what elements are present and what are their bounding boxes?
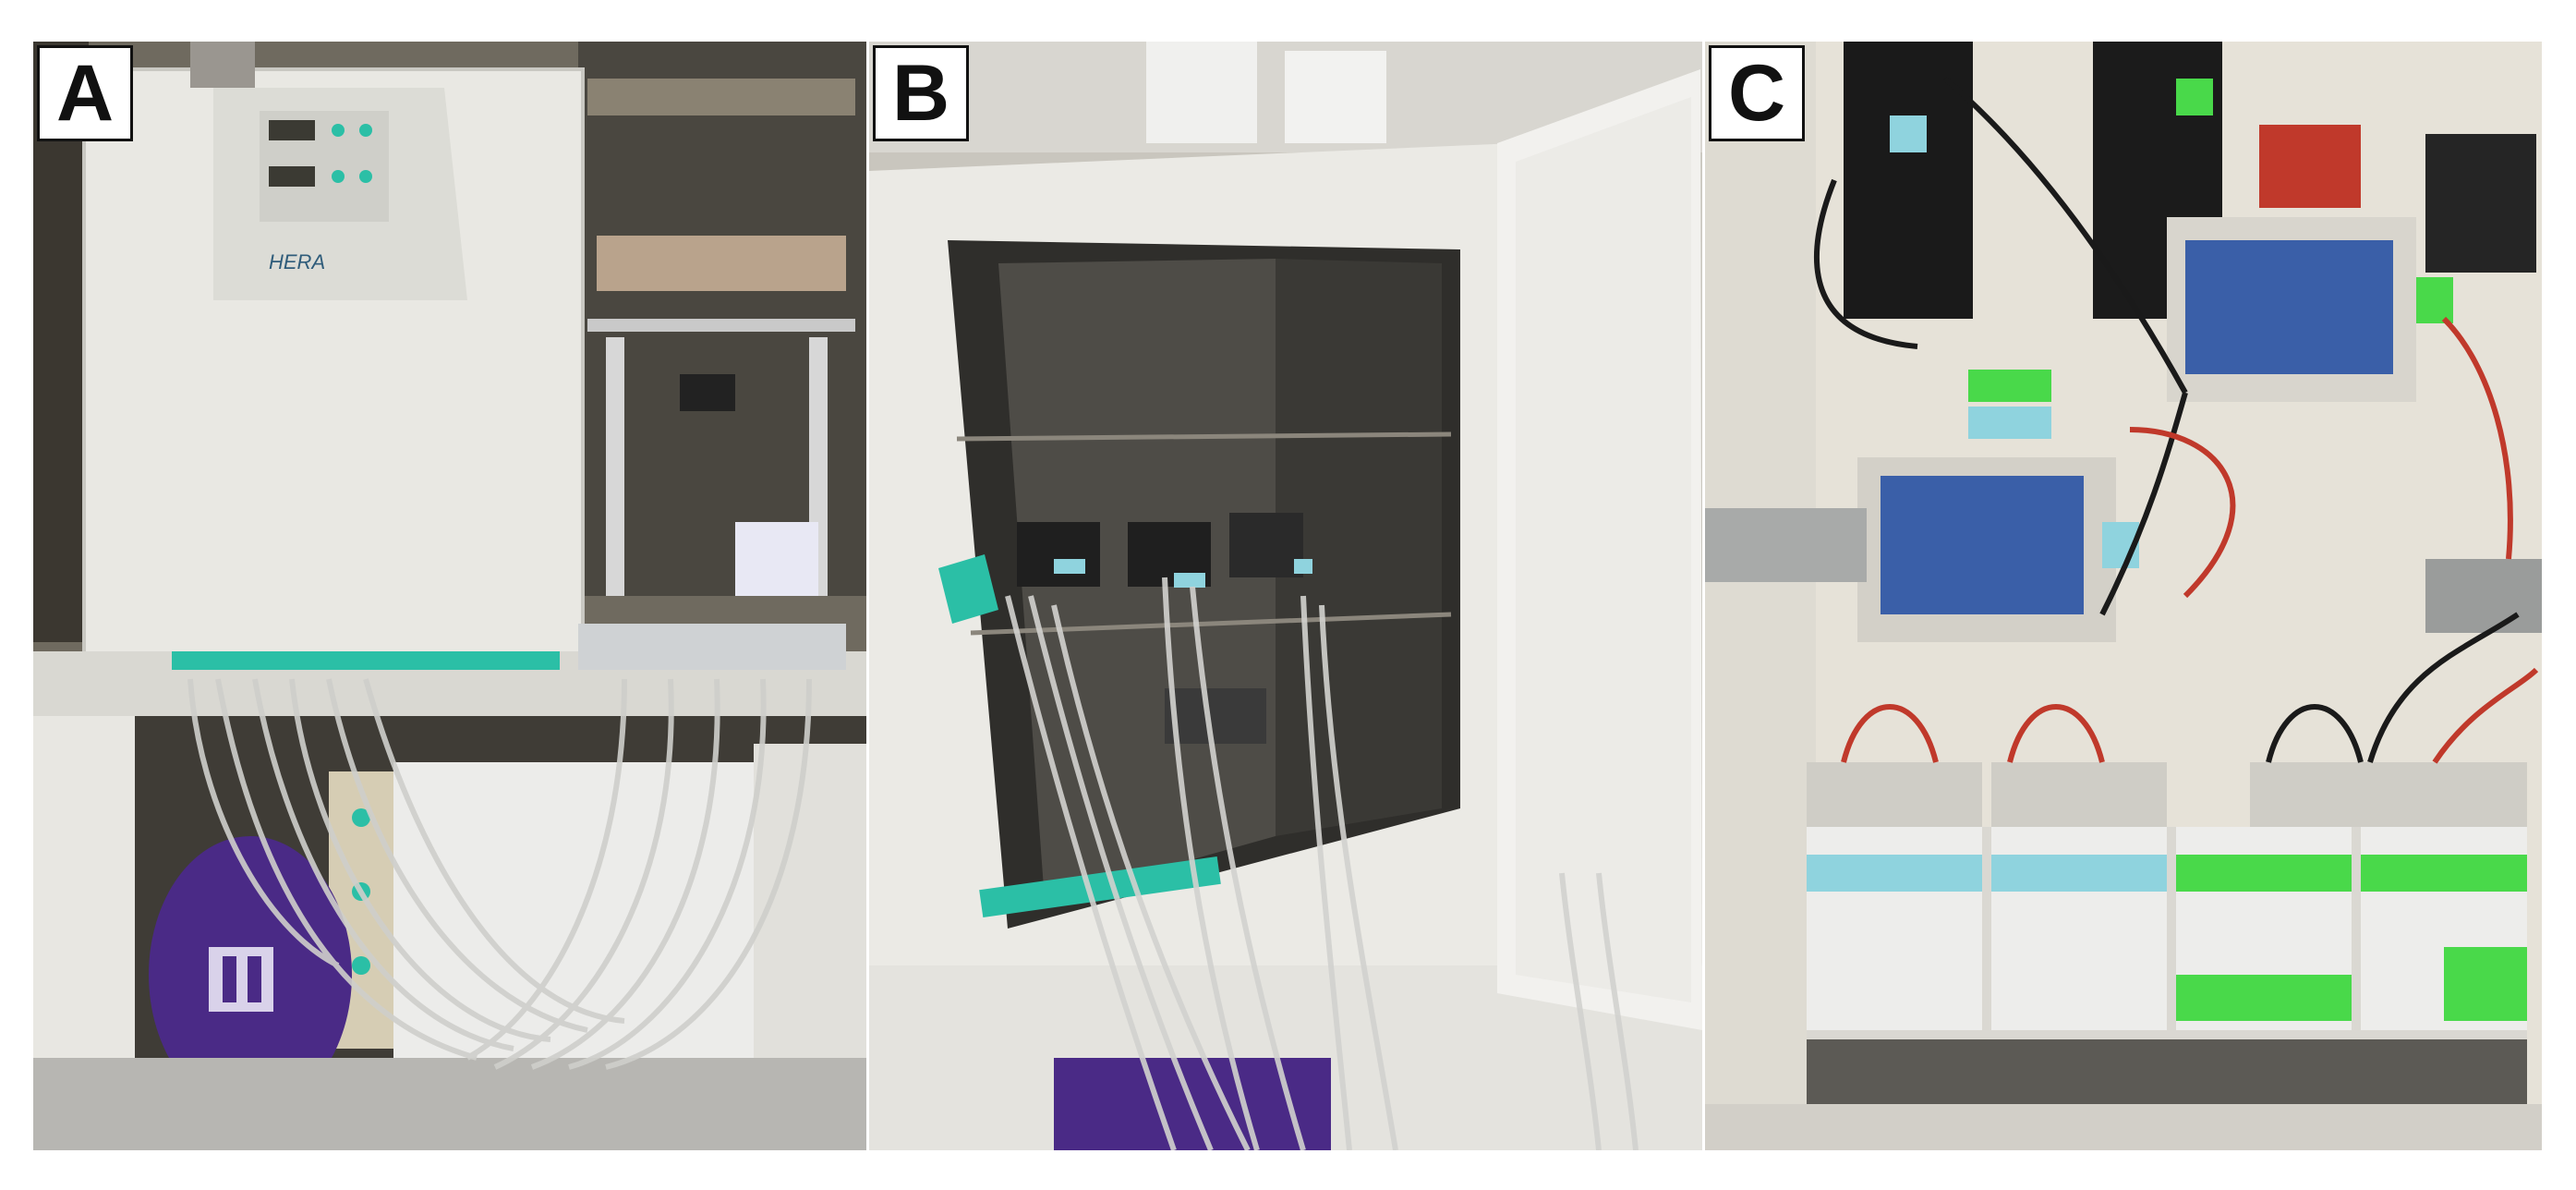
panel-b: B xyxy=(869,42,1702,1150)
panel-a: HERA A xyxy=(33,42,866,1150)
cable-bundle xyxy=(1005,577,1639,1150)
incubator-photo xyxy=(33,42,866,1150)
panel-label-b: B xyxy=(873,45,969,141)
panel-c: C xyxy=(1705,42,2542,1150)
wiring xyxy=(1814,76,2539,764)
panel-label-c: C xyxy=(1709,45,1805,141)
cable-bundle xyxy=(187,678,812,1070)
panel-label-a: A xyxy=(37,45,133,141)
incubator-brand: HERA xyxy=(269,250,326,273)
